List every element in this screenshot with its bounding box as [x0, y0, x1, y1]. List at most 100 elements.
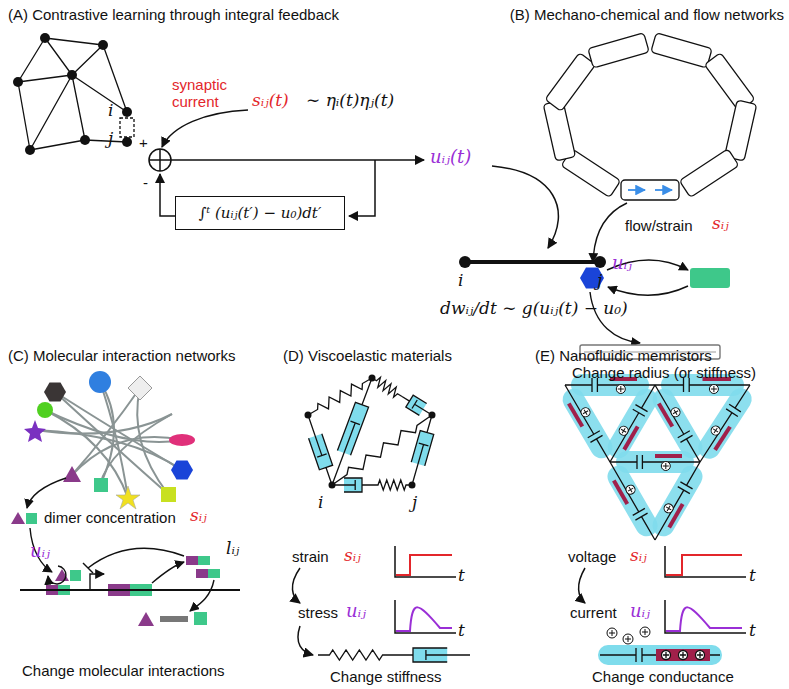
text-label: Change stiffness: [330, 668, 441, 685]
text-label: +: [139, 134, 148, 151]
spring-dashpot: [318, 648, 470, 662]
gene-circuit: [20, 478, 240, 611]
response-symbol: uᵢⱼ(t): [430, 146, 471, 167]
nanochannel: [691, 379, 759, 468]
ion: [709, 385, 718, 394]
molecules: [11, 371, 220, 626]
memristor-channel: [598, 645, 722, 665]
signal-symbol: sᵢⱼ: [630, 545, 647, 565]
chemical-partner: [690, 268, 730, 288]
memristor-network: [556, 374, 760, 545]
signal-symbol: sᵢⱼ(t): [252, 90, 289, 110]
text-label: Change conductance: [592, 668, 734, 685]
ion-sign: [671, 408, 679, 416]
panel-title: (E) Nanofluidic memristors: [535, 347, 712, 364]
ion-sign: [626, 486, 634, 494]
spring-coil: [369, 374, 404, 401]
ion: [709, 424, 721, 436]
ion: [661, 462, 670, 471]
dashpot: [318, 648, 470, 662]
response-symbol: uᵢⱼ: [30, 540, 50, 561]
junction: [305, 412, 312, 419]
channel-bar: [655, 454, 682, 458]
panel-title: (A) Contrastive learning through integra…: [8, 6, 339, 23]
math-label: t: [749, 565, 756, 585]
nanochannel: [556, 379, 620, 467]
ion: [617, 425, 629, 437]
text-label: Change molecular interactions: [22, 662, 225, 679]
vessel-segment: [679, 149, 738, 198]
ion: [669, 406, 681, 418]
ion-sign: [711, 426, 719, 434]
text-label: Change radius (or stiffness): [572, 364, 756, 381]
ion-sign: [618, 386, 624, 392]
math-label: ∼ ηᵢ(t)ηⱼ(t): [306, 90, 394, 110]
response-symbol: uᵢⱼ: [346, 600, 366, 621]
interaction-line: [100, 414, 172, 485]
spring: [329, 411, 435, 489]
viscoelastic-network: [301, 372, 438, 492]
math-label: dwᵢⱼ/dt ∼ g(uᵢⱼ(t) − u₀): [440, 298, 628, 318]
feedback-loop: [149, 110, 600, 262]
math-label: t: [458, 565, 465, 585]
junction: [329, 482, 336, 489]
ion-sign: [665, 504, 673, 512]
panel-title: (D) Viscoelastic materials: [283, 347, 452, 364]
math-label: lᵢⱼ: [226, 538, 239, 558]
dashpot: [325, 376, 378, 488]
ion-sign: [581, 408, 589, 416]
graph-nodes: [13, 33, 132, 155]
capacitor-wire: [694, 381, 756, 466]
text-label: dimer concentration: [44, 509, 176, 526]
junction: [429, 412, 436, 419]
math-label: i: [458, 270, 463, 290]
dashpot: [405, 413, 438, 487]
edge-nodes: [459, 256, 606, 268]
math-label: j: [412, 492, 417, 512]
capacitor-wire: [649, 459, 706, 544]
signal-symbol: sᵢⱼ: [712, 213, 729, 233]
ion: [579, 406, 591, 418]
flow-arrows: [628, 189, 672, 191]
text-label: stress: [298, 604, 338, 621]
vessel-segment: [651, 33, 712, 68]
dashpot: [301, 413, 338, 488]
panel-title: (C) Molecular interaction networks: [8, 347, 236, 364]
spring-coil: [372, 480, 412, 490]
nanochannel: [600, 457, 664, 546]
node-text: ∫ᵗ (uᵢⱼ(t′) − u₀)dt′: [182, 204, 338, 222]
text-label: current: [570, 604, 617, 621]
junction: [409, 482, 416, 489]
ion-sign: [711, 386, 717, 392]
interaction-line: [45, 410, 182, 442]
integrator-box: ∫ᵗ (uᵢⱼ(t′) − u₀)dt′: [175, 196, 345, 230]
math-label: t: [749, 620, 756, 640]
text-label: voltage: [568, 548, 616, 565]
dashpot-body: [325, 376, 378, 488]
math-label: j: [108, 128, 113, 148]
nanochannel: [646, 379, 710, 467]
vessel-segment: [621, 180, 679, 200]
text-label: flow/strain: [625, 217, 693, 234]
spring-coil: [318, 650, 394, 660]
dashpot-body: [301, 413, 338, 488]
vessel-segment: [545, 53, 596, 112]
ion: [662, 502, 674, 514]
spring-coil: [329, 411, 435, 489]
ion-sign: [620, 427, 628, 435]
dashpot-body: [394, 648, 470, 662]
ion-sign: [663, 463, 669, 469]
signal-symbol: sᵢⱼ: [190, 505, 207, 525]
signal-symbol: sᵢⱼ: [344, 545, 361, 565]
text-label: strain: [292, 548, 329, 565]
math-label: t: [458, 620, 465, 640]
math-label: i: [318, 492, 323, 512]
dashpot: [332, 478, 412, 492]
capacitor-wire: [610, 455, 700, 469]
math-label: i: [108, 100, 113, 120]
network-graph: [18, 38, 134, 150]
ion: [624, 483, 636, 495]
capacitor-wire: [604, 459, 661, 544]
response-symbol: uᵢⱼ: [630, 600, 650, 621]
math-label: j: [597, 270, 602, 290]
